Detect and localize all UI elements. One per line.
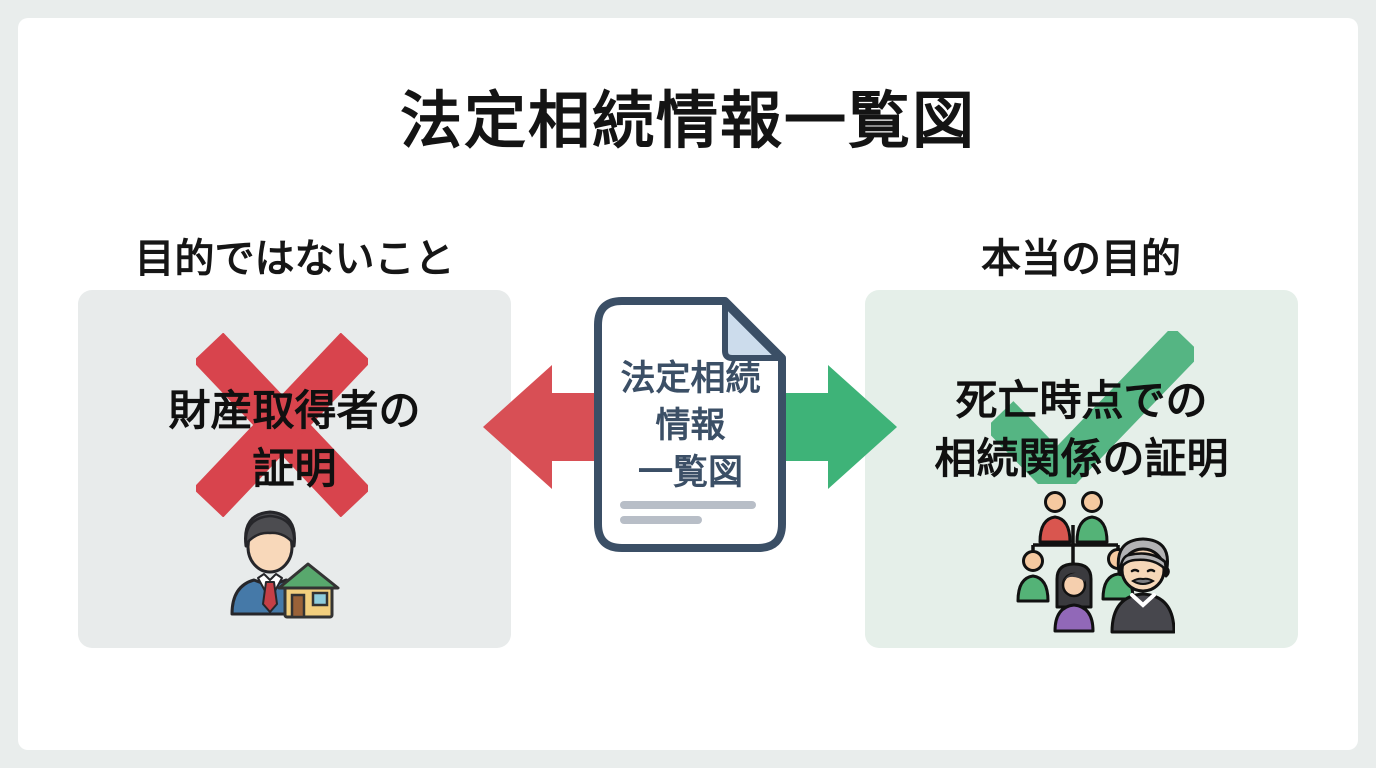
green-check-icon [991, 331, 1194, 484]
document-label-line1: 法定相続 [620, 359, 761, 398]
red-cross-icon [196, 333, 368, 517]
real-purpose-panel: 死亡時点での 相続関係の証明 [865, 290, 1298, 648]
document-label: 法定相続 情報 一覧図 [594, 355, 787, 496]
real-purpose-line1: 死亡時点での [955, 377, 1208, 424]
document-icon [594, 297, 786, 552]
right-column-heading: 本当の目的 [981, 237, 1181, 281]
document-text-line-decoration [620, 501, 756, 509]
not-purpose-line2: 証明 [252, 445, 337, 492]
not-purpose-text: 財産取得者の 証明 [78, 382, 511, 498]
businessman-with-house-icon [230, 510, 340, 619]
right-arrow-icon [765, 365, 897, 489]
not-purpose-line1: 財産取得者の [168, 387, 421, 434]
left-arrow-icon [483, 365, 615, 489]
document-label-line2: 情報 [655, 406, 726, 445]
real-purpose-line2: 相続関係の証明 [934, 435, 1229, 482]
document-label-line3: 一覧図 [637, 453, 743, 492]
page-title: 法定相続情報一覧図 [399, 87, 976, 156]
not-purpose-panel: 財産取得者の 証明 [78, 290, 511, 648]
document-text-line-decoration [620, 516, 702, 524]
left-column-heading: 目的ではないこと [134, 237, 455, 281]
family-tree-icon [1016, 491, 1175, 634]
real-purpose-text: 死亡時点での 相続関係の証明 [865, 372, 1298, 488]
